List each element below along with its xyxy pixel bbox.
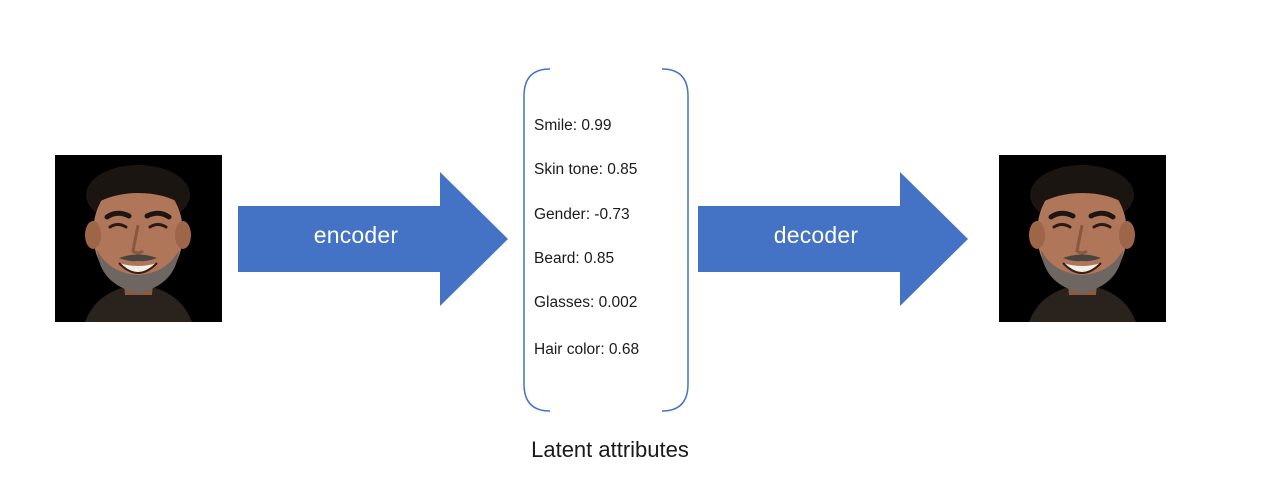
decoder-label: decoder — [773, 222, 859, 248]
attribute-beard: Beard: 0.85 — [534, 250, 615, 267]
bracket-shape — [523, 68, 689, 412]
encoder-label: encoder — [313, 222, 399, 248]
attribute-gender: Gender: -0.73 — [534, 206, 630, 223]
encoder-arrow: encoder — [238, 172, 508, 306]
input-face-image — [55, 155, 222, 322]
attribute-skin-tone: Skin tone: 0.85 — [534, 161, 638, 178]
attribute-glasses: Glasses: 0.002 — [534, 294, 638, 311]
right-arrow-icon — [698, 172, 968, 306]
right-arrow-icon — [238, 172, 508, 306]
face-photo-icon — [999, 155, 1166, 322]
latent-bracket — [522, 68, 690, 412]
face-photo-icon — [55, 155, 222, 322]
output-face-image — [999, 155, 1166, 322]
attribute-smile: Smile: 0.99 — [534, 117, 612, 134]
latent-caption: Latent attributes — [531, 437, 689, 462]
attribute-hair-color: Hair color: 0.68 — [534, 341, 640, 358]
decoder-arrow: decoder — [698, 172, 968, 306]
